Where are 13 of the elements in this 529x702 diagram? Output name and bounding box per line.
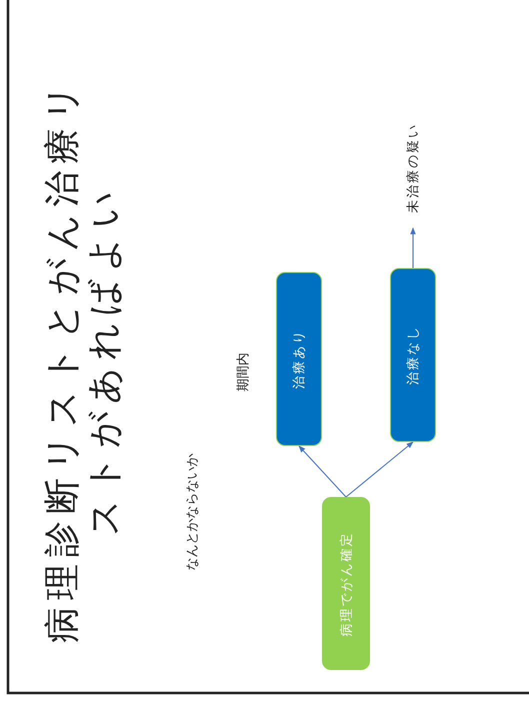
process-box: [276, 272, 322, 446]
node-label: 治療あり: [291, 328, 308, 391]
arrow: [346, 442, 414, 498]
node-label: 治療なし: [405, 324, 422, 387]
arrow: [410, 227, 416, 268]
text-label: 期間内: [235, 352, 252, 394]
node-label: 未治療の疑い: [405, 122, 422, 215]
text-label: なんとかならないか: [184, 452, 201, 572]
arrow: [298, 445, 346, 498]
process-box: [322, 497, 370, 670]
node-label: 病理でがん確定: [338, 530, 355, 638]
process-box: [390, 268, 436, 442]
slide-title: 病理診断リストとがん治療リストがあればよい: [41, 77, 126, 643]
